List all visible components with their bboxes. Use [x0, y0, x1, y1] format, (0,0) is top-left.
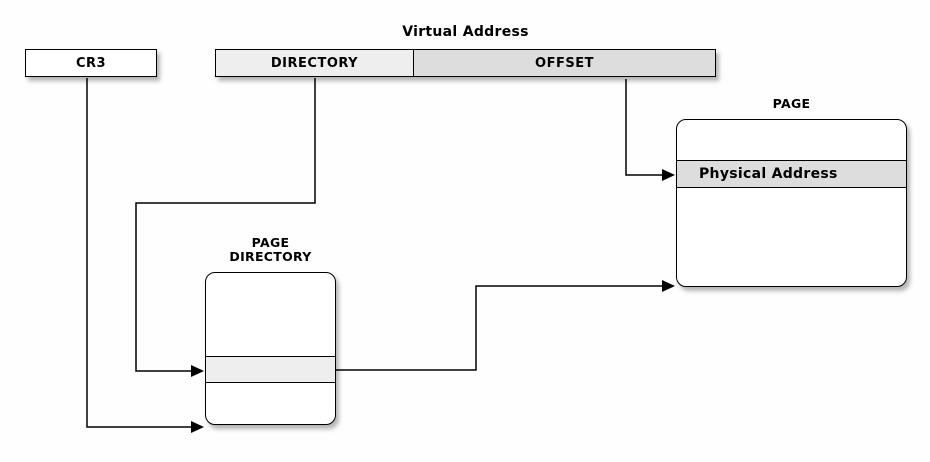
- virtual-address-title: Virtual Address: [402, 24, 529, 40]
- page-directory-label: PAGE DIRECTORY: [180, 236, 361, 264]
- arrow-line-cr3-to-page-directory: [86, 78, 191, 428]
- virtual-address-box: DIRECTORY OFFSET: [215, 49, 716, 77]
- page-empty-row-top: [677, 120, 906, 160]
- page-directory-empty-row-bottom: [206, 383, 335, 424]
- arrowhead-cr3-to-page-directory: [191, 421, 204, 433]
- arrow-line-page-directory-entry-to-page: [336, 285, 662, 371]
- page-directory-empty-row-top: [206, 273, 335, 356]
- directory-field: DIRECTORY: [216, 50, 414, 76]
- page-box: Physical Address: [676, 119, 907, 287]
- page-directory-label-line2: DIRECTORY: [229, 249, 312, 264]
- arrowhead-page-directory-entry-to-page: [662, 280, 675, 292]
- arrowhead-directory-to-page-directory-entry: [191, 365, 204, 377]
- arrow-line-offset-to-physical-address: [625, 79, 662, 176]
- page-directory-selected-entry-row: [206, 356, 335, 383]
- arrowhead-offset-to-physical-address: [662, 169, 675, 181]
- offset-field: OFFSET: [414, 50, 715, 76]
- page-directory-label-line1: PAGE: [251, 235, 290, 250]
- cr3-register-box: CR3: [25, 49, 157, 77]
- page-directory-box: [205, 272, 336, 425]
- page-empty-row-bottom: [677, 188, 906, 286]
- physical-address-row: Physical Address: [677, 160, 906, 188]
- page-label: PAGE: [772, 96, 811, 111]
